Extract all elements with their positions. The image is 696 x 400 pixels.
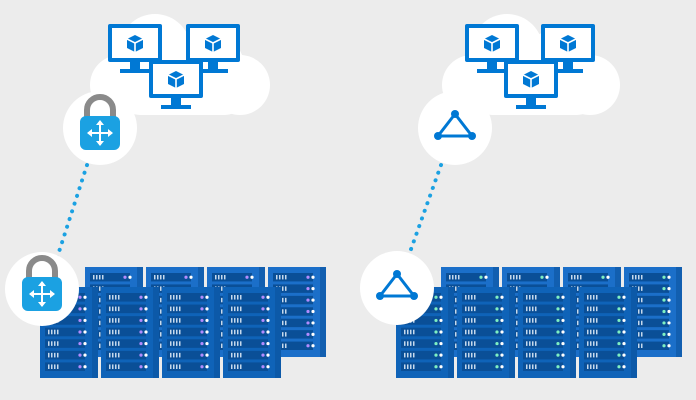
server-rack-front bbox=[396, 287, 637, 378]
connection-line bbox=[55, 163, 89, 260]
server-unit bbox=[268, 267, 326, 357]
scene-vpn-gateway bbox=[5, 14, 326, 378]
server-unit bbox=[518, 287, 576, 378]
server-unit bbox=[457, 287, 515, 378]
server-rack-front bbox=[40, 287, 281, 378]
bottom-lock-badge bbox=[5, 252, 79, 326]
server-unit bbox=[162, 287, 220, 378]
top-lock-badge bbox=[63, 91, 137, 165]
connection-line bbox=[408, 163, 443, 254]
server-unit bbox=[579, 287, 637, 378]
scene-expressroute bbox=[360, 14, 682, 378]
server-unit bbox=[101, 287, 159, 378]
top-network-badge bbox=[418, 91, 492, 165]
bottom-network-badge bbox=[360, 251, 434, 325]
server-unit bbox=[223, 287, 281, 378]
